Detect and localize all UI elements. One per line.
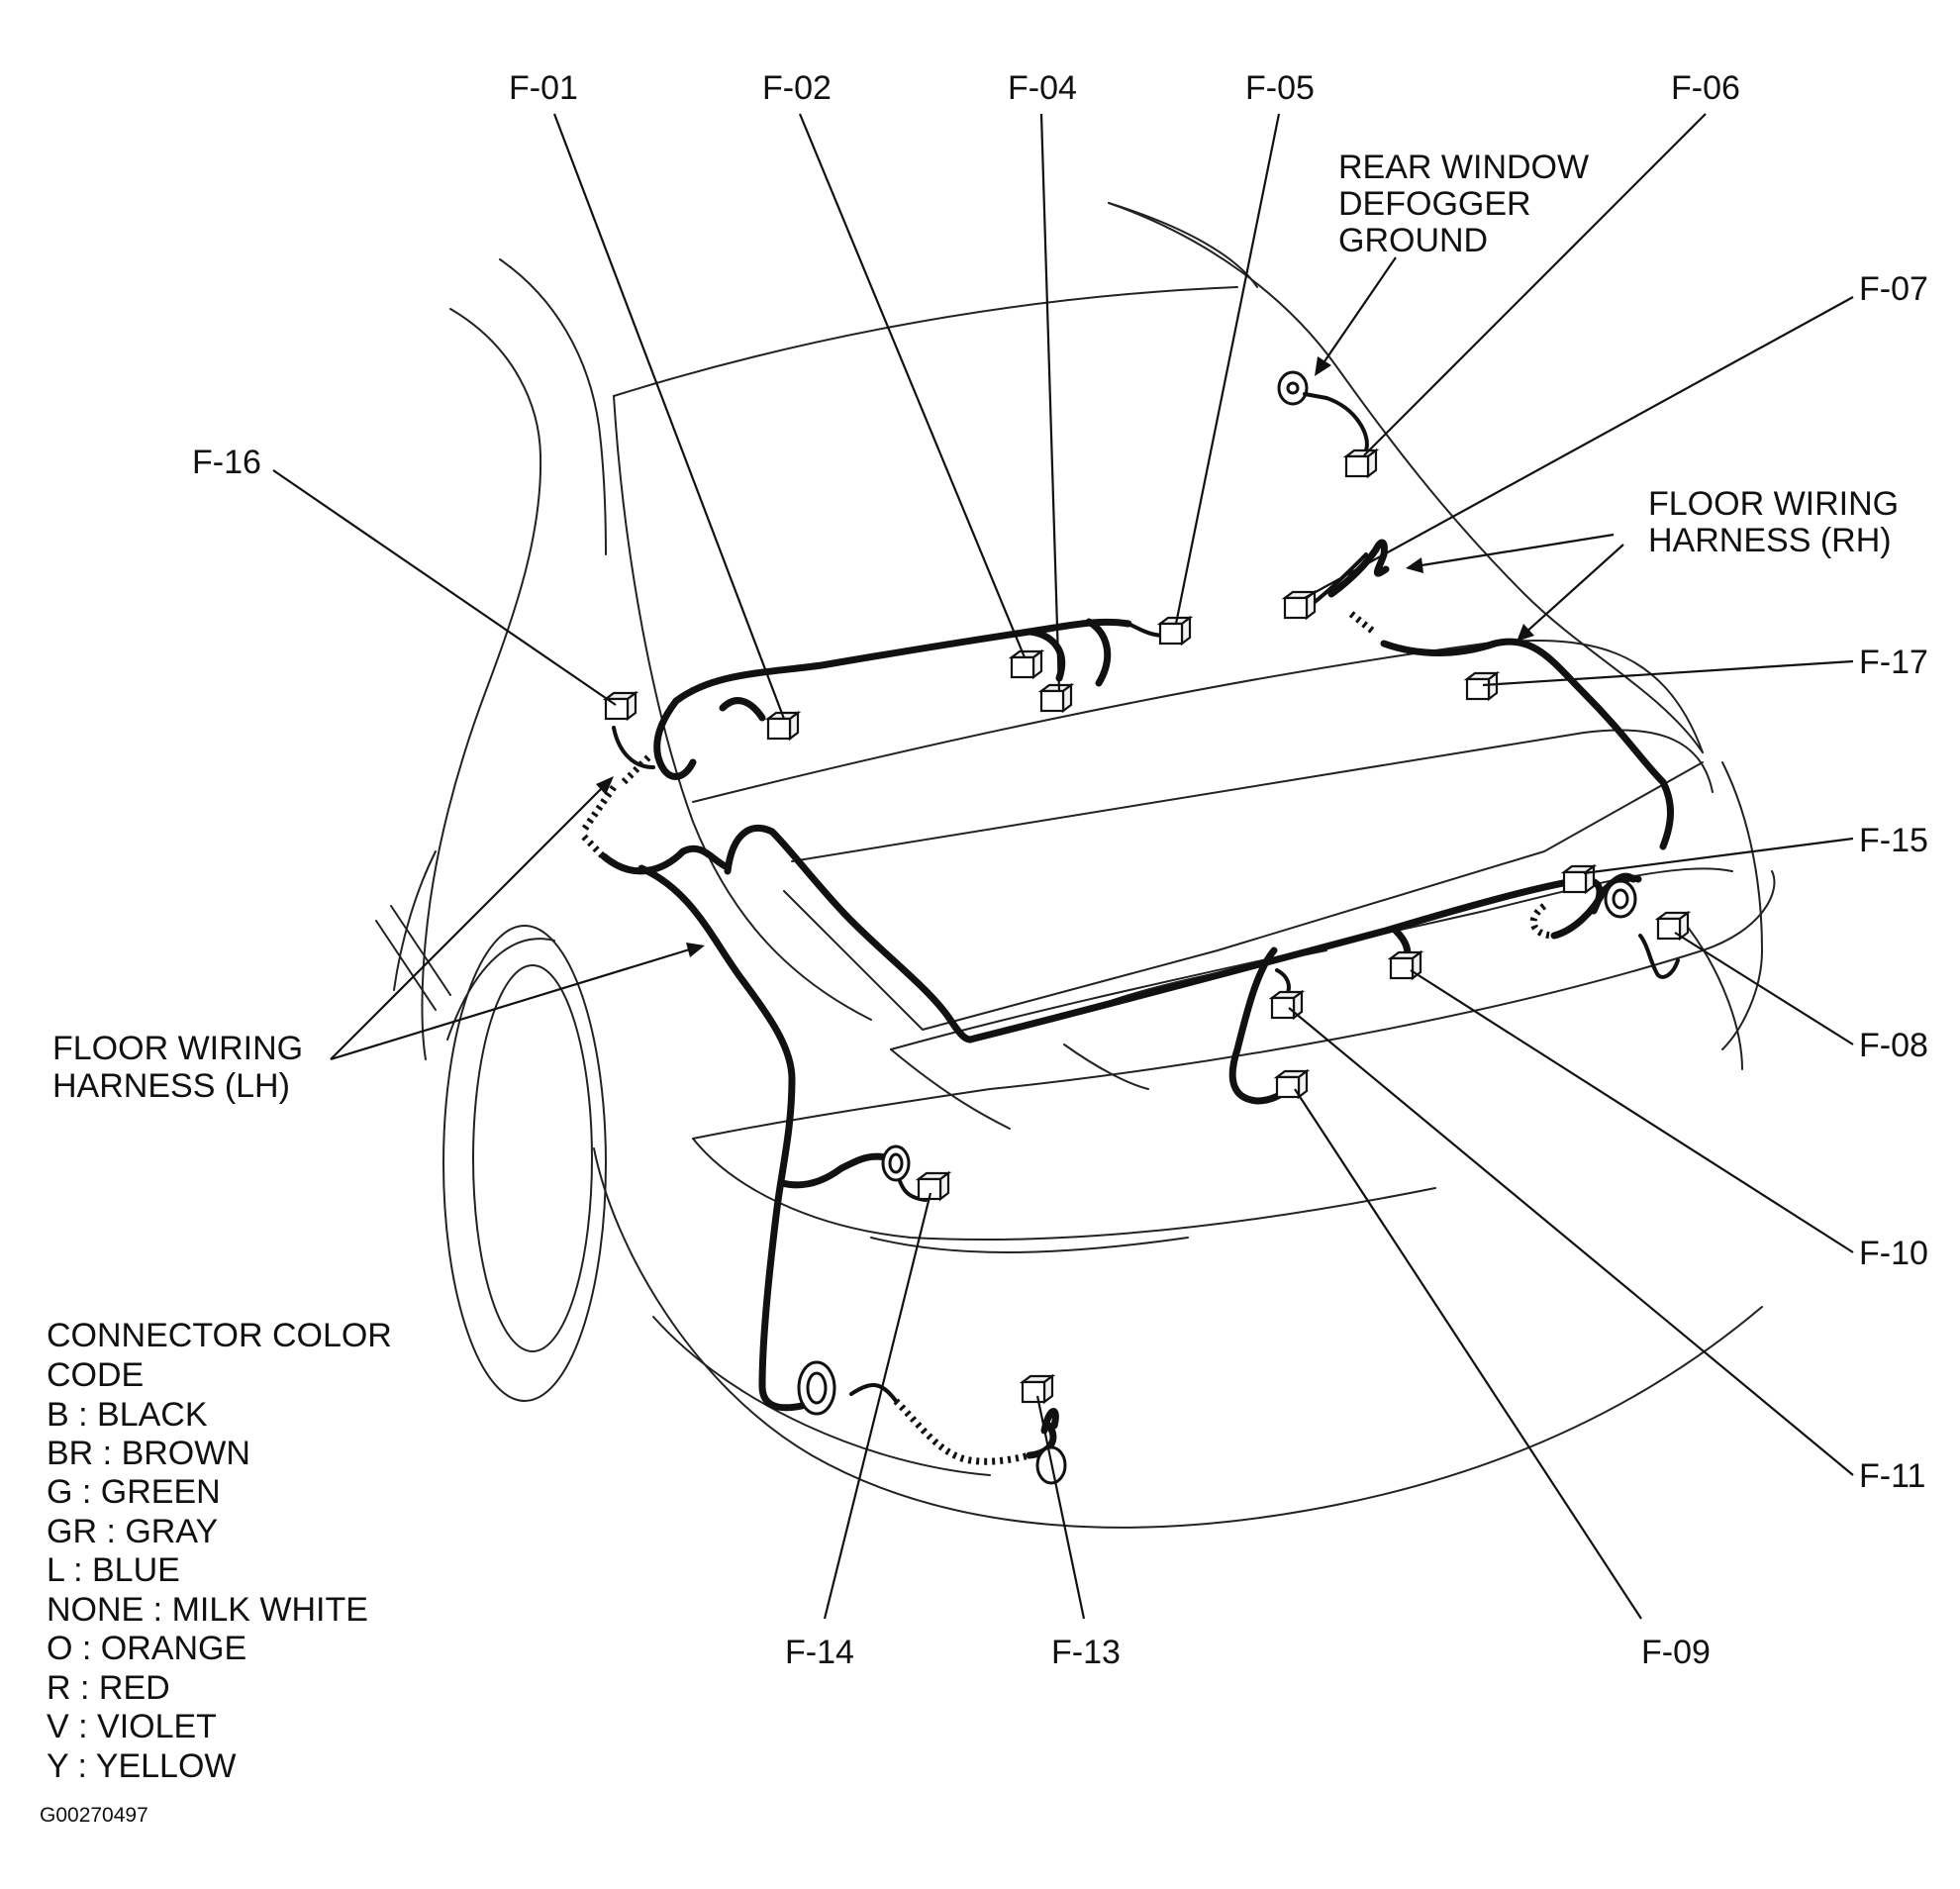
legend-entry: R : RED xyxy=(47,1669,170,1707)
label-f07: F-07 xyxy=(1859,270,1928,308)
connector-f05 xyxy=(1158,616,1192,646)
connector-f15 xyxy=(1562,864,1596,894)
connector-f16 xyxy=(604,691,637,721)
label-f06: F-06 xyxy=(1671,69,1740,107)
legend-entry: Y : YELLOW xyxy=(47,1747,237,1785)
leader-lines xyxy=(272,113,1854,1620)
connector-f09 xyxy=(1275,1069,1309,1099)
connector-f14 xyxy=(917,1171,950,1201)
connector-f02 xyxy=(1010,649,1043,679)
callout-defogger-line-1: REAR WINDOW xyxy=(1338,149,1589,186)
legend-entry: G : GREEN xyxy=(47,1473,221,1511)
label-f15: F-15 xyxy=(1859,822,1928,859)
label-f13: F-13 xyxy=(1051,1634,1121,1671)
grommet-right xyxy=(1604,879,1637,919)
callout-defogger-line-2: DEFOGGER xyxy=(1338,185,1531,223)
connector-labels: F-01 F-02 F-04 F-05 F-06 F-07 F-16 F-17 … xyxy=(192,69,1928,1671)
grommet-left-lower xyxy=(797,1360,836,1416)
grommet-left-upper xyxy=(881,1144,911,1182)
legend-entry: V : VIOLET xyxy=(47,1708,217,1745)
legend-entry: GR : GRAY xyxy=(47,1513,218,1550)
legend-entry: L : BLUE xyxy=(47,1551,180,1589)
legend-entry: NONE : MILK WHITE xyxy=(47,1591,368,1629)
callout-harness-lh: FLOOR WIRING HARNESS (LH) xyxy=(52,1030,303,1105)
label-f10: F-10 xyxy=(1859,1235,1928,1272)
callout-harness-rh: FLOOR WIRING HARNESS (RH) xyxy=(1648,485,1899,559)
vehicle-body-outline xyxy=(375,202,1776,1529)
defogger-ground-terminal xyxy=(1277,370,1369,452)
callout-rh-line-2: HARNESS (RH) xyxy=(1648,522,1892,559)
legend-entry: B : BLACK xyxy=(47,1396,208,1434)
legend-title-line-2: CODE xyxy=(47,1356,144,1394)
legend-title-line-1: CONNECTOR COLOR xyxy=(47,1317,392,1354)
callout-lh-line-1: FLOOR WIRING xyxy=(52,1030,303,1067)
label-f05: F-05 xyxy=(1245,69,1315,107)
label-f17: F-17 xyxy=(1859,644,1928,681)
harness-lh xyxy=(581,618,1180,1465)
label-f01: F-01 xyxy=(509,69,578,107)
callout-defogger-line-3: GROUND xyxy=(1338,222,1488,259)
label-f14: F-14 xyxy=(785,1634,854,1671)
label-f08: F-08 xyxy=(1859,1027,1928,1064)
connector-f04 xyxy=(1039,683,1073,713)
connector-f17 xyxy=(1465,671,1499,701)
label-f04: F-04 xyxy=(1008,69,1077,107)
connector-color-legend: CONNECTOR COLOR CODE B : BLACK BR : BROW… xyxy=(47,1317,392,1785)
callout-rh-line-1: FLOOR WIRING xyxy=(1648,485,1899,523)
label-f02: F-02 xyxy=(762,69,832,107)
connector-f08 xyxy=(1656,911,1690,941)
callout-defogger-ground: REAR WINDOW DEFOGGER GROUND xyxy=(1338,149,1589,259)
label-f16: F-16 xyxy=(192,444,261,481)
legend-entry: BR : BROWN xyxy=(47,1435,250,1472)
callout-arrows xyxy=(330,256,1624,1061)
callout-lh-line-2: HARNESS (LH) xyxy=(52,1067,290,1105)
label-f09: F-09 xyxy=(1641,1634,1711,1671)
figure-code: G00270497 xyxy=(40,1804,148,1827)
label-f11: F-11 xyxy=(1859,1457,1925,1495)
connector-f06 xyxy=(1344,448,1378,478)
legend-entry: O : ORANGE xyxy=(47,1630,246,1667)
